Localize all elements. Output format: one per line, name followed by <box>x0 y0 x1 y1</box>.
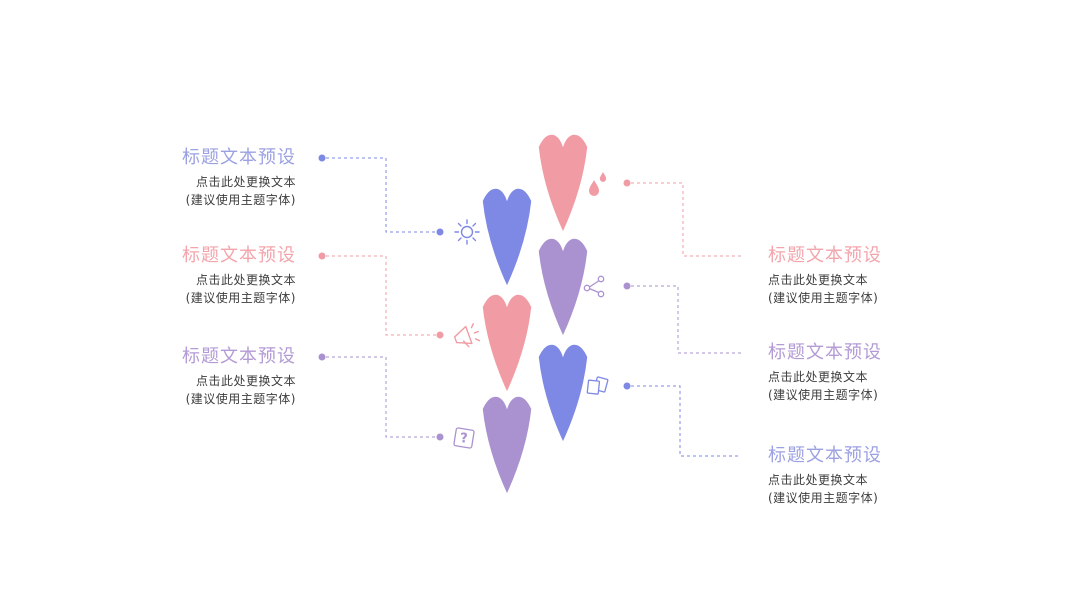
connector-right-1 <box>623 179 741 257</box>
connector-left-3 <box>318 353 444 441</box>
connector-dot <box>436 331 444 339</box>
connector-dot <box>318 353 326 361</box>
block-body-line1: 点击此处更换文本 <box>195 273 296 287</box>
block-body-line1: 点击此处更换文本 <box>768 370 869 384</box>
petal-3 <box>537 237 589 339</box>
petal-6 <box>481 395 533 497</box>
text-block-left-3: 标题文本预设 点击此处更换文本 (建议使用主题字体) <box>86 345 296 408</box>
block-body-line2: (建议使用主题字体) <box>768 491 879 505</box>
petal-2 <box>481 187 533 289</box>
connector-dot <box>436 228 444 236</box>
petal-5 <box>537 343 589 445</box>
block-title: 标题文本预设 <box>182 147 296 168</box>
block-body-line2: (建议使用主题字体) <box>768 291 879 305</box>
block-title: 标题文本预设 <box>768 445 882 466</box>
connector-dot <box>436 433 444 441</box>
connector-dot <box>623 179 631 187</box>
text-block-right-3: 标题文本预设 点击此处更换文本 (建议使用主题字体) <box>768 444 978 507</box>
connector-left-1 <box>318 154 444 236</box>
connector-right-3 <box>623 382 741 457</box>
block-body-line1: 点击此处更换文本 <box>195 175 296 189</box>
connector-dot <box>318 252 326 260</box>
block-body-line2: (建议使用主题字体) <box>768 388 879 402</box>
petal-stack <box>481 133 589 497</box>
share-icon <box>583 275 605 298</box>
connector-dot <box>318 154 326 162</box>
block-body-line2: (建议使用主题字体) <box>185 193 296 207</box>
petal-4 <box>481 293 533 395</box>
connector-dot <box>623 282 631 290</box>
block-body-line1: 点击此处更换文本 <box>195 374 296 388</box>
text-block-right-1: 标题文本预设 点击此处更换文本 (建议使用主题字体) <box>768 244 978 307</box>
petal-1 <box>537 133 589 235</box>
text-block-right-2: 标题文本预设 点击此处更换文本 (建议使用主题字体) <box>768 341 978 404</box>
block-body-line1: 点击此处更换文本 <box>768 473 869 487</box>
connector-dot <box>623 382 631 390</box>
copy-icon <box>586 376 609 395</box>
text-block-left-2: 标题文本预设 点击此处更换文本 (建议使用主题字体) <box>86 244 296 307</box>
block-body-line1: 点击此处更换文本 <box>768 273 869 287</box>
connector-right-2 <box>623 282 741 354</box>
sun-icon <box>454 219 480 245</box>
water-drops-icon <box>589 172 607 196</box>
question-icon: ? <box>453 427 475 449</box>
megaphone-icon <box>453 323 481 348</box>
block-body-line2: (建议使用主题字体) <box>185 291 296 305</box>
block-title: 标题文本预设 <box>182 346 296 367</box>
text-block-left-1: 标题文本预设 点击此处更换文本 (建议使用主题字体) <box>86 146 296 209</box>
block-title: 标题文本预设 <box>182 245 296 266</box>
block-title: 标题文本预设 <box>768 342 882 363</box>
block-title: 标题文本预设 <box>768 245 882 266</box>
question-mark-glyph: ? <box>460 432 468 447</box>
block-body-line2: (建议使用主题字体) <box>185 392 296 406</box>
connector-left-2 <box>318 252 444 339</box>
